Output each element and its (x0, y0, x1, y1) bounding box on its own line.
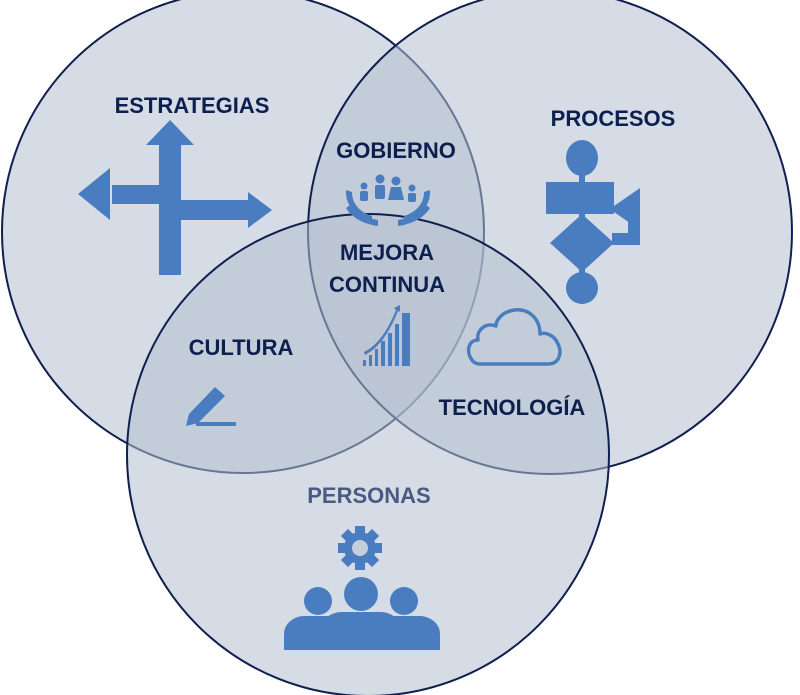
label-procesos: PROCESOS (551, 106, 676, 131)
label-gobierno: GOBIERNO (336, 138, 456, 163)
label-tecnologia: TECNOLOGÍA (439, 395, 586, 420)
hands-holding-family-icon (345, 174, 431, 226)
label-estrategias: ESTRATEGIAS (115, 93, 270, 118)
signpost-arrows-icon (78, 120, 272, 275)
label-personas: PERSONAS (307, 483, 430, 508)
label-mejora-line2: CONTINUA (329, 272, 445, 297)
pencil-icon (186, 387, 236, 426)
team-gear-icon (284, 526, 440, 650)
cloud-icon (466, 308, 562, 366)
growth-bar-chart-icon (363, 305, 410, 366)
flowchart-icon (546, 140, 640, 304)
label-mejora-line1: MEJORA (340, 240, 434, 265)
label-cultura: CULTURA (189, 335, 294, 360)
circle-personas (126, 213, 610, 695)
